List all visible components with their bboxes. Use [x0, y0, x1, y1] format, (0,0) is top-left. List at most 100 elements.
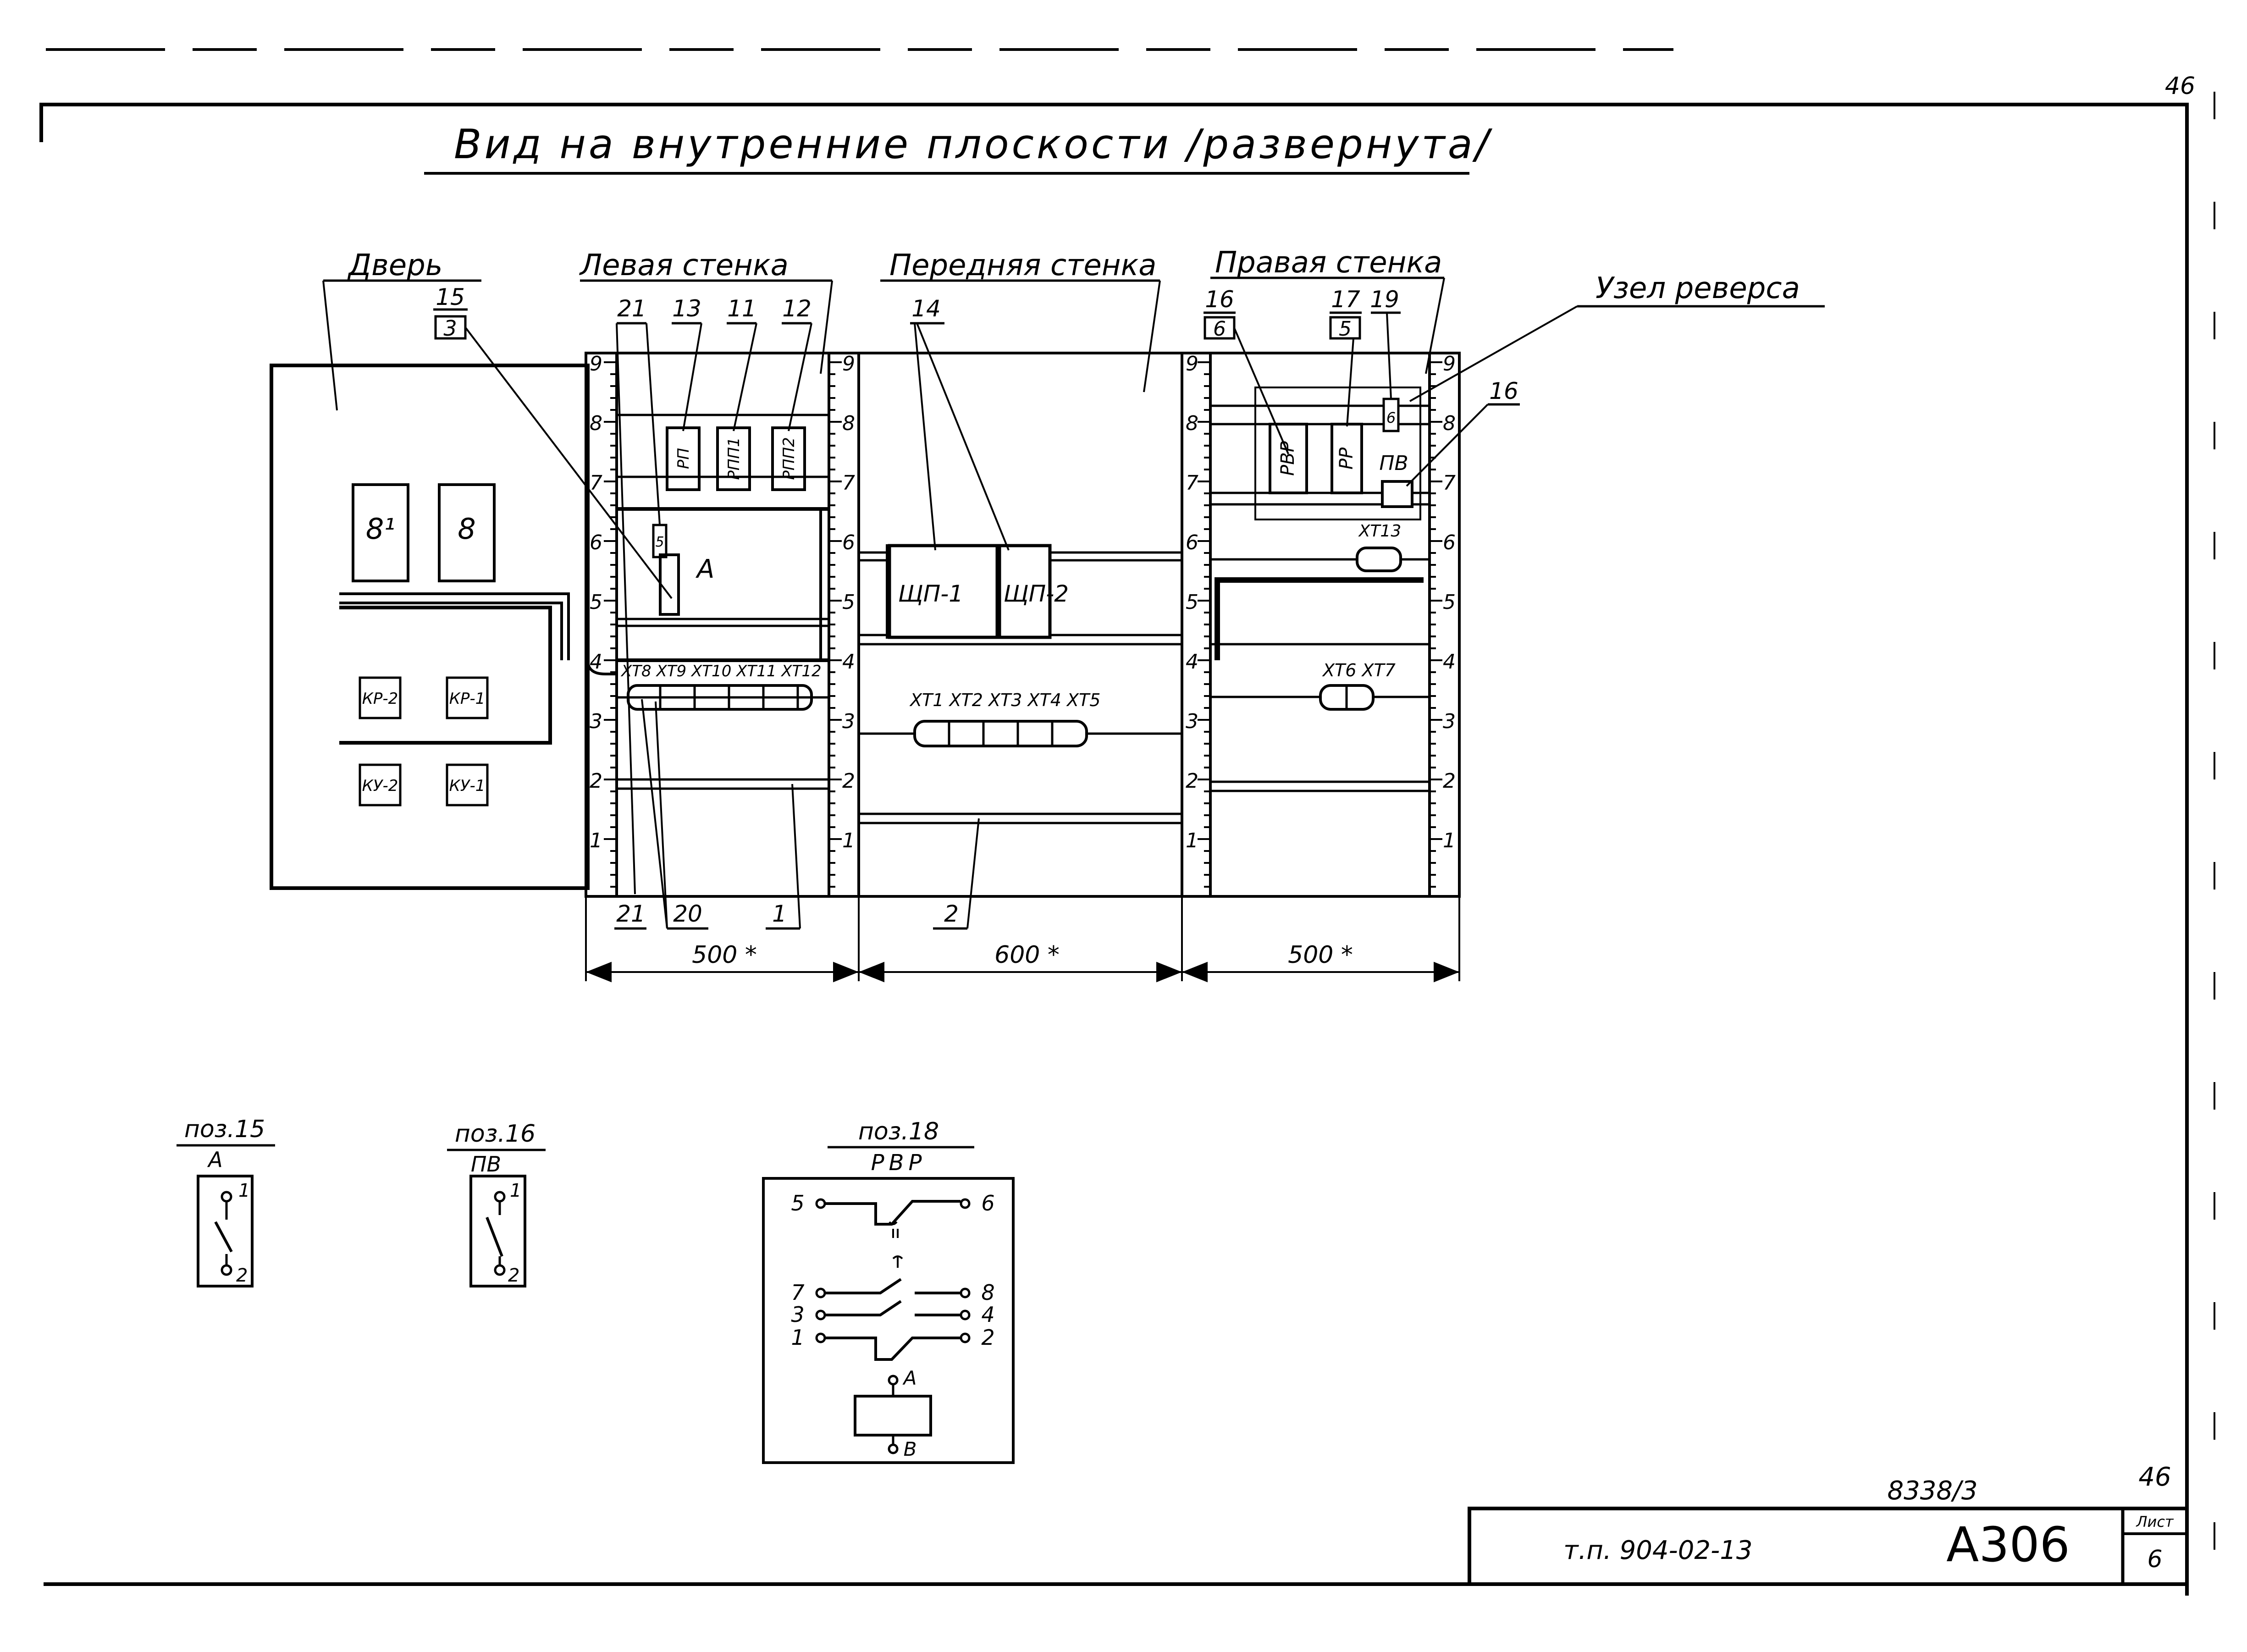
door-block-8-prime: 8¹	[366, 512, 395, 546]
ruler-mark-8: 8	[842, 412, 855, 435]
ruler-mark-1: 1	[590, 829, 602, 852]
callout-16-left: 16	[1205, 286, 1234, 313]
callout-16-box: 6	[1213, 317, 1226, 341]
right-wall-labels: РВР РР ПВ 6 ХТ13 ХТ6 ХТ7	[1277, 409, 1408, 680]
switch-small-box: 5	[655, 534, 664, 550]
ruler-mark-7: 7	[1443, 471, 1456, 495]
detail-poz15: поз.15 А 1 2	[177, 1116, 275, 1287]
callout-21-bottom: 21	[616, 901, 646, 927]
ruler-mark-3: 3	[590, 710, 602, 733]
detail-poz15-title: поз.15	[184, 1116, 265, 1143]
ruler-mark-6: 6	[842, 531, 855, 554]
device-rvr: РВР	[1277, 441, 1298, 476]
detail-poz16-title: поз.16	[455, 1120, 536, 1148]
front-wall	[857, 352, 1183, 898]
ruler-mark-5: 5	[1443, 591, 1456, 614]
detail-poz16-sub: ПВ	[471, 1152, 501, 1177]
terminal-labels-right: ХТ6 ХТ7	[1322, 660, 1396, 680]
callout-11: 11	[727, 295, 756, 322]
ruler-mark-3: 3	[1186, 710, 1198, 733]
rvr-pin-5: 5	[791, 1191, 804, 1216]
terminal-labels-left: ХТ8 ХТ9 ХТ10 ХТ11 ХТ12	[620, 662, 822, 680]
detail-poz18: поз.18 РВР	[762, 1118, 1015, 1464]
right-small-box: 6	[1386, 409, 1396, 426]
ruler-mark-9: 9	[590, 352, 602, 376]
callout-21-top: 21	[617, 295, 646, 322]
ruler-mark-8: 8	[590, 412, 602, 435]
dimension-front: 600 *	[994, 941, 1060, 969]
ruler-mark-9: 9	[1443, 352, 1456, 376]
terminal-labels-front: ХТ1 ХТ2 ХТ3 ХТ4 ХТ5	[909, 690, 1100, 710]
detail-poz18-title: поз.18	[858, 1118, 939, 1145]
ruler-mark-2: 2	[1443, 769, 1456, 793]
terminal-label-xt13: ХТ13	[1358, 522, 1401, 541]
sheet-number: 6	[2147, 1546, 2162, 1573]
ruler-mark-4: 4	[1443, 650, 1456, 674]
drawing-title: Вид на внутренние плоскости /развернута/	[424, 121, 1493, 175]
archive-number: 8338/3	[1887, 1476, 1977, 1506]
rvr-pin-3: 3	[791, 1302, 804, 1327]
detail-poz15-pin1: 1	[238, 1180, 250, 1201]
ruler-mark-4: 4	[842, 650, 855, 674]
callout-20: 20	[673, 901, 702, 927]
device-rr: РР	[1336, 447, 1357, 470]
dimension-right: 500 *	[1288, 941, 1353, 969]
door-button-ku1: КУ-1	[449, 777, 486, 795]
callout-1: 1	[772, 901, 787, 927]
left-wall-callouts: 21 13 11 12	[617, 295, 812, 322]
ruler-mark-9: 9	[842, 352, 855, 376]
album-code: А306	[1946, 1517, 2070, 1573]
detail-poz16-pin2: 2	[508, 1265, 519, 1286]
project-code: т.п. 904-02-13	[1563, 1536, 1752, 1565]
ruler-mark-2: 2	[842, 769, 855, 793]
heading-door: Дверь	[347, 249, 442, 282]
ruler-mark-6: 6	[1443, 531, 1456, 554]
device-pv: ПВ	[1379, 452, 1408, 475]
ruler-mark-2: 2	[590, 769, 602, 793]
dimension-lines	[585, 896, 1460, 983]
ruler-mark-6: 6	[1186, 531, 1198, 554]
rvr-pin-7: 7	[791, 1280, 804, 1305]
ruler-mark-1: 1	[842, 829, 855, 852]
callout-14: 14	[911, 295, 941, 322]
ruler-mark-5: 5	[1186, 591, 1198, 614]
ruler-mark-2: 2	[1186, 769, 1198, 793]
title-text: Вид на внутренние плоскости /развернута/	[454, 121, 1493, 168]
dimension-left: 500 *	[692, 941, 757, 969]
ruler-mark-7: 7	[590, 471, 602, 495]
ruler-mark-4: 4	[1186, 650, 1198, 674]
ruler-mark-7: 7	[1186, 471, 1198, 495]
ruler-mark-8: 8	[1186, 412, 1198, 435]
detail-poz16-pin1: 1	[510, 1180, 521, 1201]
callout-17: 17	[1331, 286, 1360, 313]
callout-2: 2	[944, 901, 959, 927]
ruler-mark-5: 5	[842, 591, 855, 614]
ruler-mark-1: 1	[1186, 829, 1198, 852]
callout-15: 15 3	[433, 284, 673, 599]
door-button-kr1: КР-1	[449, 690, 486, 708]
ruler-mark-6: 6	[590, 531, 602, 554]
detail-poz18-sub: РВР	[871, 1150, 927, 1176]
callout-15-box: 3	[443, 316, 457, 341]
left-wall-callout-leaders	[616, 322, 812, 895]
front-wall-labels: ЩП-1 ЩП-2 ХТ1 ХТ2 ХТ3 ХТ4 ХТ5	[888, 544, 1100, 710]
right-wall	[1181, 352, 1461, 898]
callout-19: 19	[1370, 286, 1399, 313]
rvr-coil-b: В	[904, 1438, 917, 1460]
rvr-pin-6: 6	[981, 1191, 994, 1216]
device-rpp1: РПП1	[725, 437, 743, 480]
heading-front-wall: Передняя стенка	[889, 249, 1157, 282]
sheet-corner-number: 46	[2165, 72, 2195, 100]
device-shp2: ЩП-2	[1004, 580, 1069, 607]
left-wall-bottom-leaders	[614, 699, 801, 930]
ruler-mark-1: 1	[1443, 829, 1456, 852]
rvr-pin-2: 2	[981, 1325, 994, 1350]
section-headings: Дверь Левая стенка Передняя стенка Права…	[323, 246, 1825, 308]
callout-17-box: 5	[1339, 317, 1352, 341]
ruler-mark-4: 4	[590, 650, 602, 674]
sheet-frame	[39, 48, 2215, 1628]
door-button-ku2: КУ-2	[362, 777, 398, 795]
heading-right-wall: Правая стенка	[1215, 246, 1442, 280]
